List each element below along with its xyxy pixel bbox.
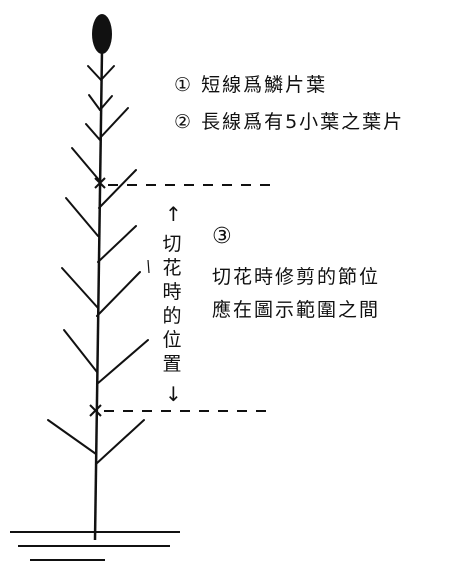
cut-note-line-1: 切花時修剪的節位 [212,266,381,288]
legend-item-2-marker: ② [174,111,194,133]
compound-leaf [71,147,100,181]
compound-leaf [47,419,97,455]
cut-range-label: 切花時的位置 [162,233,182,375]
scale-leaf [88,94,101,111]
cut-node-markers [89,177,106,417]
legend-item-2: ② 長線爲有5小葉之葉片 [174,107,404,134]
cut-note-line-2: 應在圖示範圍之間 [212,299,381,321]
compound-leaf [65,197,99,237]
cut-note-marker: ③ [212,224,232,249]
flower-bud [92,14,112,54]
legend-item-2-text: 長線爲有5小葉之葉片 [201,111,405,133]
legend-item-1: ① 短線爲鱗片葉 [174,70,327,97]
up-arrow-icon: ↑ [165,202,182,226]
legend-item-1-marker: ① [174,74,194,96]
stray-mark [147,259,150,274]
compound-leaf [61,267,99,309]
legend-item-1-text: 短線爲鱗片葉 [201,74,328,96]
upper-cut-mark [94,177,106,189]
scale-leaf [85,123,101,141]
main-stem [93,49,104,541]
compound-leaves [47,107,149,465]
scale-leaf [100,65,115,81]
compound-leaf [98,169,137,209]
scale-leaf [87,65,102,81]
lower-cut-mark [89,404,102,417]
compound-leaf [96,271,141,317]
ground-lines [10,531,180,561]
compound-leaf [95,419,145,465]
scale-leaves [85,65,115,141]
compound-leaf [97,225,137,263]
compound-leaf [96,339,149,385]
compound-leaf [99,107,129,139]
scale-leaf [99,95,113,111]
down-arrow-icon: ↓ [165,382,182,406]
compound-leaf [63,329,98,373]
